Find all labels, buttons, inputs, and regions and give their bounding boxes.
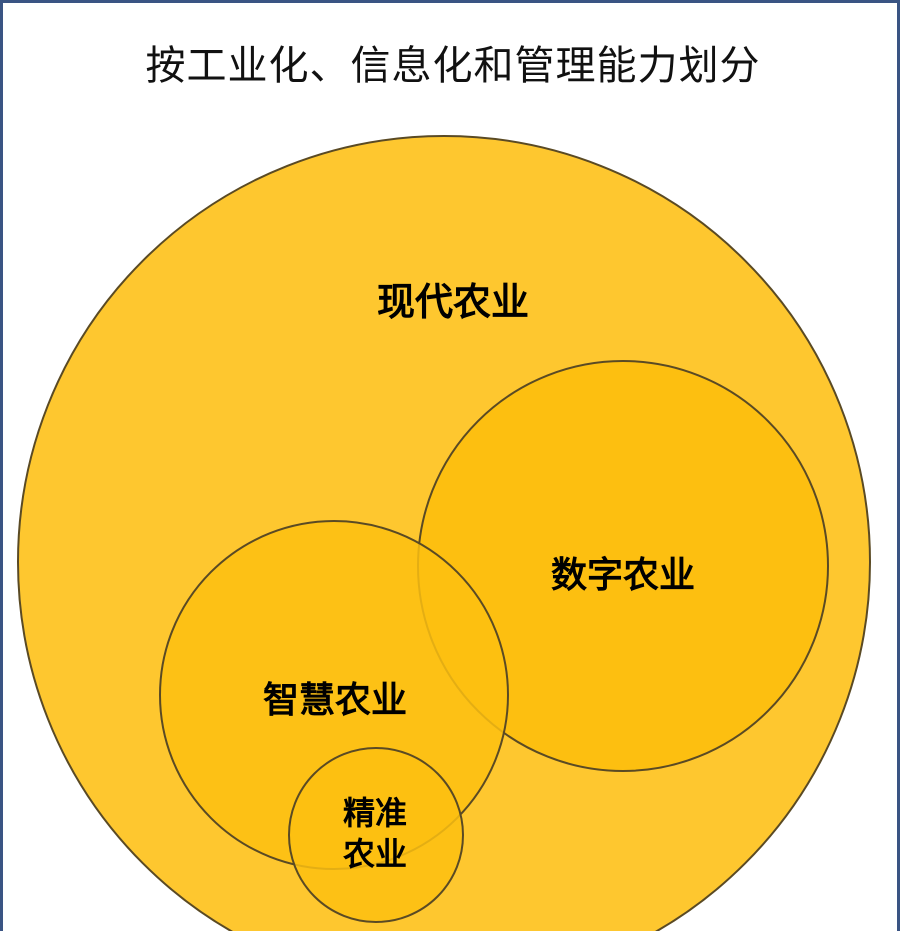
precision-agriculture-label-line1: 精准 bbox=[342, 794, 407, 832]
smart-agriculture-label: 智慧农业 bbox=[262, 680, 407, 721]
diagram-title: 按工业化、信息化和管理能力划分 bbox=[145, 43, 761, 89]
precision-agriculture-circle bbox=[288, 747, 464, 923]
precision-agriculture-label-line2: 农业 bbox=[342, 835, 407, 873]
modern-agriculture-label: 现代农业 bbox=[376, 280, 529, 324]
venn-diagram bbox=[17, 135, 871, 931]
digital-agriculture-label: 数字农业 bbox=[550, 555, 695, 596]
